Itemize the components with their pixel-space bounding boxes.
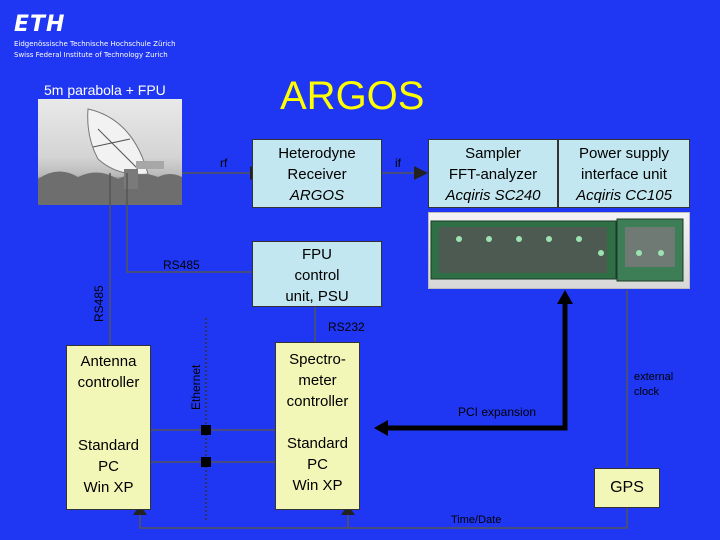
acqiris-hardware-illustration xyxy=(430,218,684,282)
external-clock-label-1: external xyxy=(634,371,674,383)
heterodyne-receiver-box: Heterodyne Receiver ARGOS xyxy=(252,139,382,208)
antenna-line3: Standard xyxy=(78,437,139,454)
if-label: if xyxy=(395,156,401,170)
rs485-vertical-label: RS485 xyxy=(92,285,106,322)
gps-label: GPS xyxy=(610,479,644,496)
antenna-line4: PC xyxy=(98,458,119,475)
institution-name-en: Swiss Federal Institute of Technology Zu… xyxy=(14,51,168,59)
antenna-controller-box: Antenna controller Standard PC Win XP xyxy=(66,345,151,510)
pci-expansion-label: PCI expansion xyxy=(458,405,537,419)
psu-line2: interface unit xyxy=(581,166,667,183)
spectro-line2: meter xyxy=(298,372,337,389)
photo-label: 5m parabola + FPU xyxy=(44,82,166,98)
rs232-label: RS232 xyxy=(328,320,365,334)
psu-line3: Acqiris CC105 xyxy=(576,187,672,204)
heterodyne-line1: Heterodyne xyxy=(278,145,356,162)
eth-logo: ETH xyxy=(14,12,66,37)
acqiris-hardware-photo xyxy=(428,212,690,289)
sampler-line1: Sampler xyxy=(465,145,521,162)
spectrometer-controller-box: Spectro- meter controller Standard PC Wi… xyxy=(275,342,360,510)
antenna-line5: Win XP xyxy=(83,479,134,496)
fpu-line3: unit, PSU xyxy=(285,288,349,305)
slide-title: ARGOS xyxy=(280,74,425,118)
rf-label: rf xyxy=(220,156,228,170)
power-supply-box: Power supply interface unit Acqiris CC10… xyxy=(558,139,690,208)
spectro-line4: Standard xyxy=(287,435,348,452)
sampler-line3: Acqiris SC240 xyxy=(445,187,541,204)
time-date-label: Time/Date xyxy=(451,514,502,526)
spectro-line3: controller xyxy=(286,393,349,410)
fpu-line1: FPU xyxy=(302,246,332,263)
spectro-line5: PC xyxy=(307,456,328,473)
spectro-line6: Win XP xyxy=(292,477,343,494)
external-clock-label-2: clock xyxy=(634,386,660,398)
ethernet-label: Ethernet xyxy=(189,364,203,410)
heterodyne-line2: Receiver xyxy=(287,166,347,183)
rs485-horizontal-label: RS485 xyxy=(163,258,200,272)
sampler-line2: FFT-analyzer xyxy=(448,166,538,183)
antenna-line2: controller xyxy=(77,374,140,391)
antenna-line1: Antenna xyxy=(80,353,137,370)
sampler-box: Sampler FFT-analyzer Acqiris SC240 xyxy=(428,139,558,208)
fpu-line2: control xyxy=(294,267,340,284)
psu-line1: Power supply xyxy=(578,145,670,162)
institution-name-de: Eidgenössische Technische Hochschule Zür… xyxy=(14,40,176,48)
spectro-line1: Spectro- xyxy=(289,351,346,368)
gps-box: GPS xyxy=(594,468,660,508)
fpu-control-box: FPU control unit, PSU xyxy=(252,241,382,307)
heterodyne-line3: ARGOS xyxy=(289,187,345,204)
